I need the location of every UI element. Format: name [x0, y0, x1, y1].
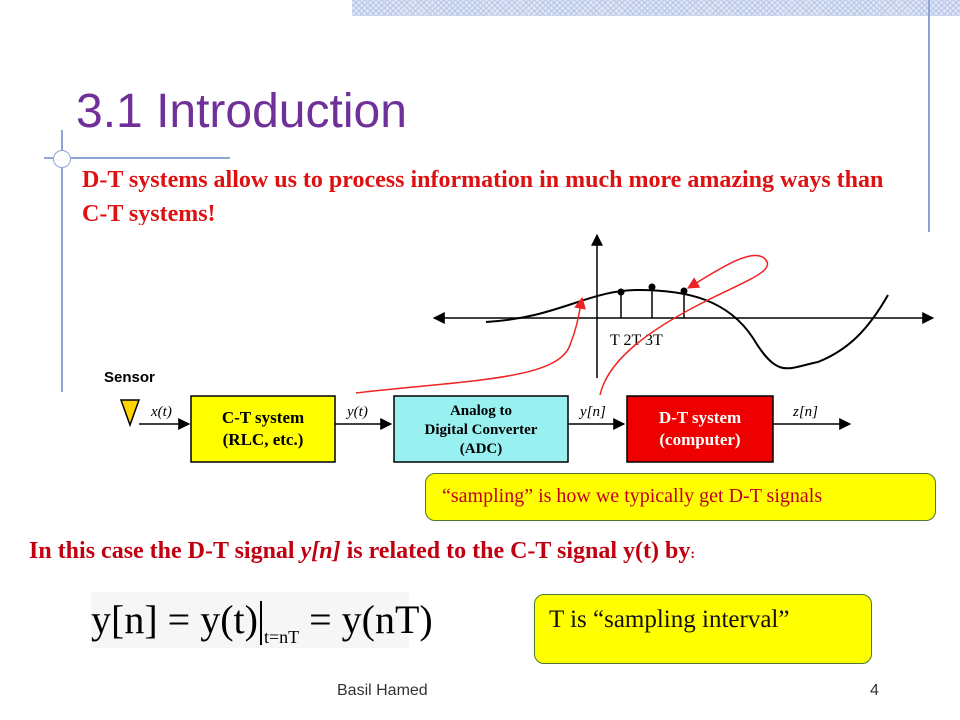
sample-tick-labels: T 2T 3T — [610, 332, 663, 349]
evaluation-bar — [259, 601, 262, 645]
decor-rule-top — [44, 157, 230, 159]
adc-block-line2: Digital Converter — [425, 422, 538, 438]
adc-to-plot-arrow — [599, 254, 769, 396]
equation-lhs: y[n] = y(t) — [91, 597, 258, 642]
sensor-icon — [119, 399, 141, 428]
adc-block-line1: Analog to — [450, 403, 512, 419]
decor-rule-right — [928, 0, 930, 232]
equation-subscript: t=nT — [263, 627, 300, 647]
lead-text: D-T systems allow us to process informat… — [82, 167, 884, 225]
decor-circle — [53, 150, 71, 168]
decor-rule-left — [61, 130, 63, 392]
relation-signal: y[n] — [300, 538, 341, 564]
x-signal-label: x(t) — [150, 404, 172, 420]
yn-signal-label: y[n] — [578, 404, 606, 420]
equation-rhs: = y(nT) — [299, 597, 433, 642]
relation-colon: : — [690, 547, 696, 562]
adc-block-line3: (ADC) — [460, 441, 503, 457]
ct-block-line2: (RLC, etc.) — [223, 430, 304, 449]
zn-signal-label: z[n] — [792, 404, 818, 420]
sensor-label: Sensor — [104, 369, 155, 386]
dt-block-line1: D-T system — [659, 408, 741, 427]
y-signal-label: y(t) — [345, 404, 368, 420]
ct-system-block — [190, 395, 336, 463]
header-hatch-band — [352, 0, 960, 16]
system-diagram: T 2T 3T Sensor x(t) C-T system (RLC, etc… — [104, 233, 935, 463]
relation-prefix: In this case the D-T signal — [29, 538, 301, 564]
relation-sentence: In this case the D-T signal y[n] is rela… — [29, 538, 695, 565]
dt-block-line2: (computer) — [659, 430, 740, 449]
adc-block — [393, 395, 569, 463]
sample-dot-2 — [648, 283, 656, 291]
ct-to-plot-arrow — [355, 296, 586, 394]
interval-callout: T is “sampling interval” — [534, 594, 872, 664]
sampling-callout: “sampling” is how we typically get D-T s… — [425, 473, 936, 521]
page-number: 4 — [870, 682, 879, 699]
ct-signal-curve — [485, 288, 889, 370]
ct-block-line1: C-T system — [222, 408, 304, 427]
slide-title: 3.1 Introduction — [76, 85, 407, 138]
relation-suffix: is related to the C-T signal y(t) by — [340, 538, 691, 564]
footer-author: Basil Hamed — [337, 682, 428, 699]
dt-system-block — [626, 395, 774, 463]
sampling-equation: y[n] = y(t)t=nT = y(nT) — [91, 592, 433, 648]
sample-dot-3 — [680, 287, 688, 295]
sample-dot-1 — [617, 288, 625, 296]
